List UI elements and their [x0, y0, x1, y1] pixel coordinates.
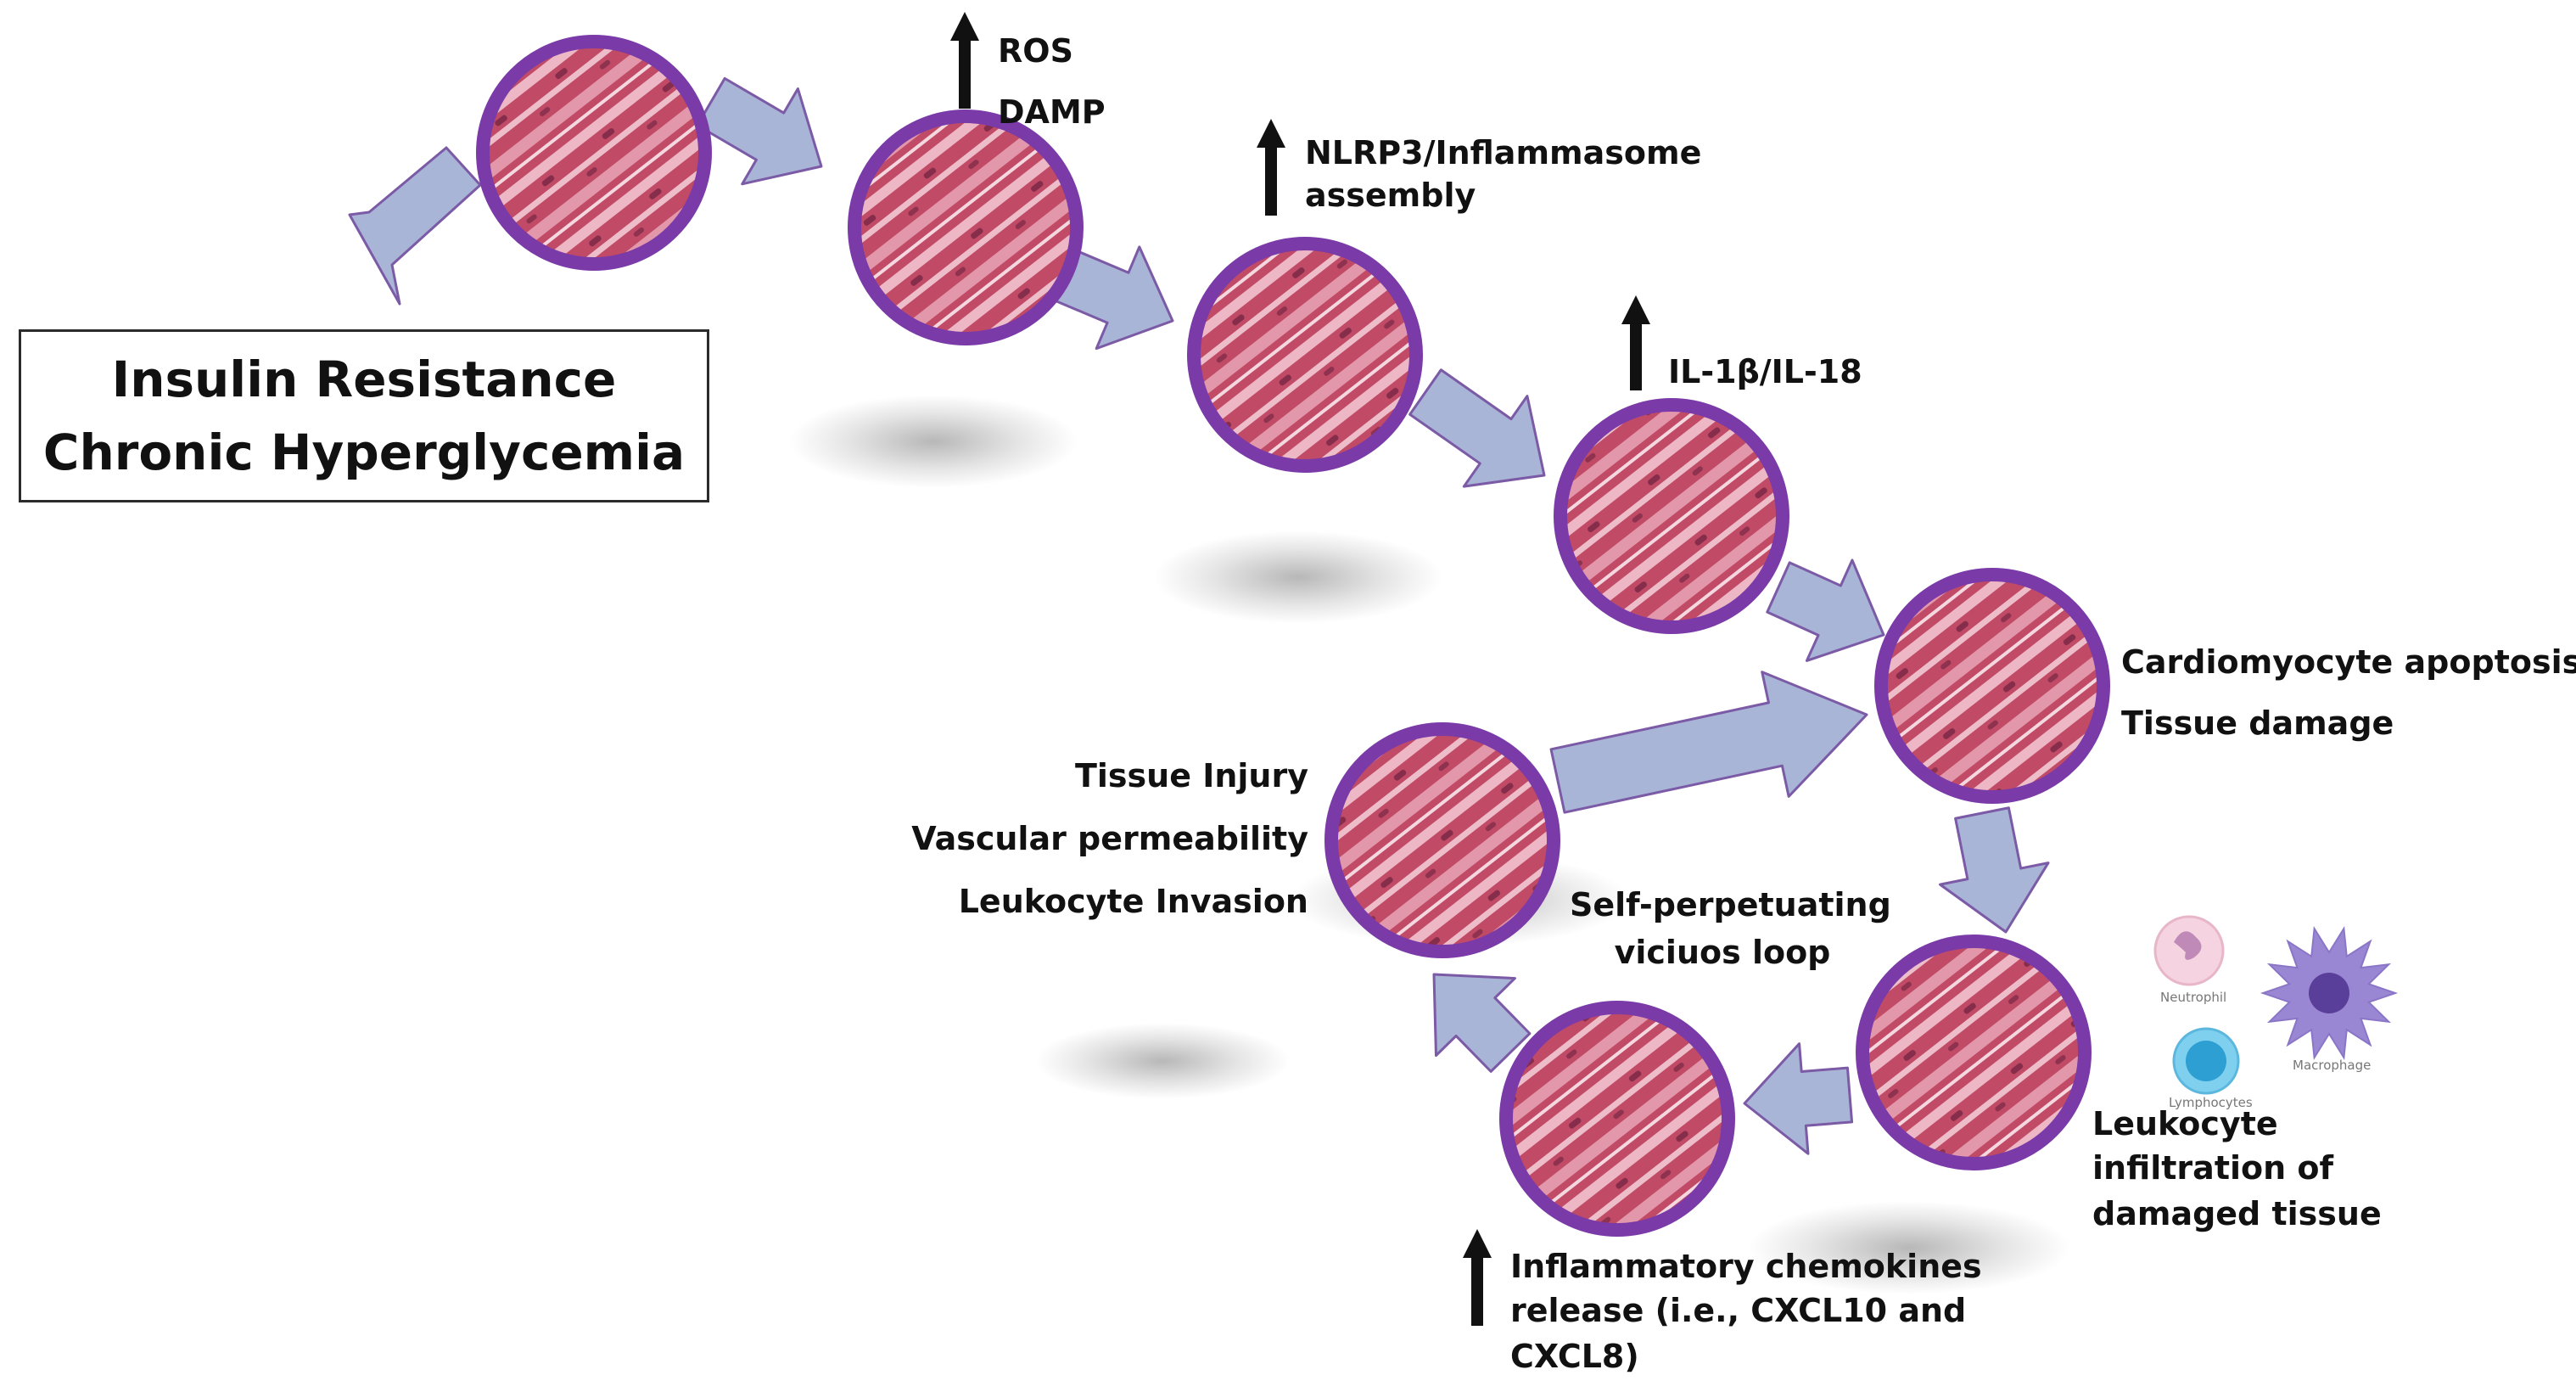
- start-line-1: Insulin Resistance: [111, 351, 617, 408]
- lymphocyte-icon: [2172, 1027, 2240, 1095]
- shadow: [1154, 530, 1442, 624]
- immune-cells: [2153, 915, 2399, 1095]
- label-lymphocytes: Lymphocytes: [2169, 1095, 2253, 1110]
- arrow-cell6-to-cell7: [1743, 1042, 1854, 1155]
- cardiomyocyte-cell-3: [1187, 237, 1423, 473]
- arrow-cell4-to-cell5: [1766, 558, 1885, 662]
- start-line-2: Chronic Hyperglycemia: [42, 424, 686, 481]
- shadow: [789, 395, 1078, 488]
- label-infiltration-1: Leukocyte: [2092, 1105, 2278, 1142]
- label-tissue-damage: Tissue damage: [2121, 704, 2394, 742]
- label-apoptosis: Cardiomyocyte apoptosis: [2121, 643, 2576, 681]
- arrow-cell3-to-cell4: [1408, 368, 1546, 488]
- label-infiltration-2: infiltration of: [2092, 1149, 2334, 1187]
- arrow-cell8-to-cell5: [1549, 671, 1868, 814]
- label-chemokines-2: release (i.e., CXCL10 and: [1510, 1292, 1967, 1329]
- up-arrow-icon: [1463, 1229, 1492, 1326]
- cardiomyocyte-cell-1: [476, 35, 712, 271]
- cardiomyocyte-cell-4: [1554, 398, 1789, 634]
- shadow: [1035, 1023, 1290, 1099]
- up-arrow-icon: [1621, 295, 1650, 390]
- macrophage-icon: [2260, 925, 2399, 1061]
- arrow-cell1-to-cell2: [696, 76, 823, 186]
- cardiomyocyte-cell-6: [1856, 935, 2092, 1170]
- label-leukocyte-invasion: Leukocyte Invasion: [958, 883, 1308, 920]
- neutrophil-icon: [2153, 915, 2225, 986]
- arrow-cell7-to-cell8: [1432, 973, 1532, 1073]
- increase-arrows: [950, 12, 1650, 1326]
- label-nlrp3-2: assembly: [1305, 177, 1476, 214]
- cardiomyocyte-cell-2: [848, 109, 1084, 345]
- label-chemokines-3: CXCL8): [1510, 1338, 1639, 1375]
- up-arrow-icon: [950, 12, 979, 109]
- cardiomyocyte-cell-8: [1324, 722, 1560, 958]
- up-arrow-icon: [1257, 119, 1285, 216]
- block-arrows: [696, 76, 2050, 1155]
- label-chemokines-1: Inflammatory chemokines: [1510, 1248, 1982, 1285]
- label-damp: DAMP: [998, 93, 1106, 131]
- start-box: Insulin Resistance Chronic Hyperglycemia: [19, 329, 709, 502]
- label-nlrp3-1: NLRP3/Inflammasome: [1305, 134, 1702, 171]
- label-loop-2: viciuos loop: [1614, 934, 1831, 971]
- cardiomyocyte-cell-7: [1499, 1001, 1735, 1237]
- label-macrophage: Macrophage: [2293, 1058, 2372, 1073]
- label-il: IL-1β/IL-18: [1668, 353, 1862, 390]
- label-infiltration-3: damaged tissue: [2092, 1195, 2382, 1232]
- arrow-cell5-to-cell6: [1939, 806, 2050, 934]
- arrow-start-to-cell1: [348, 146, 482, 306]
- cells: [476, 35, 2110, 1237]
- shadow: [1748, 1201, 2070, 1294]
- label-loop-1: Self-perpetuating: [1570, 886, 1891, 923]
- flow-arrows: [348, 146, 482, 306]
- label-ros: ROS: [998, 32, 1073, 70]
- label-tissue-injury: Tissue Injury: [1074, 757, 1308, 794]
- label-vascular-permeability: Vascular permeability: [911, 820, 1308, 857]
- label-neutrophil: Neutrophil: [2160, 990, 2227, 1005]
- cardiomyocyte-cell-5: [1874, 568, 2110, 804]
